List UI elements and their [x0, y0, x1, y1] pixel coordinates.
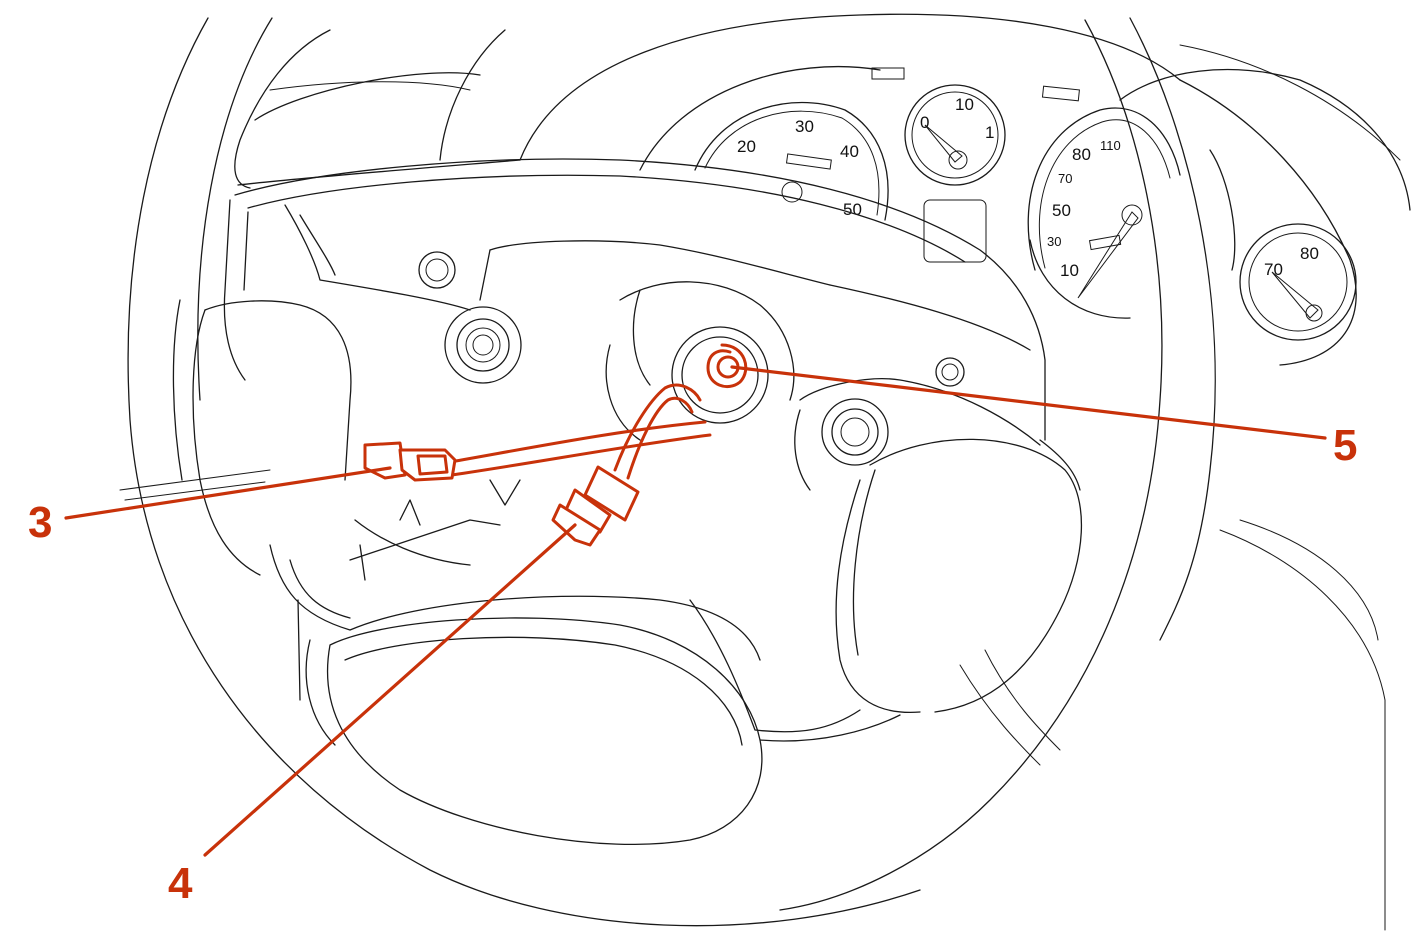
gauge-right-labels: 70 80 — [1264, 244, 1319, 279]
callout-4: 4 — [168, 859, 193, 908]
gauge-label: 80 — [1072, 145, 1091, 164]
gauge-label: 30 — [795, 117, 814, 136]
callout-3: 3 — [28, 498, 52, 547]
gauge-label: 50 — [843, 200, 862, 219]
gauge-label: 70 — [1058, 171, 1072, 186]
leader-3 — [64, 466, 392, 520]
steering-wheel-hub — [172, 158, 1083, 845]
gauge-small-labels: 0 10 1 — [920, 95, 994, 142]
gauge-label: 110 — [1100, 138, 1121, 153]
instrument-cluster: 20 30 40 50 0 10 1 80 110 70 50 — [519, 13, 1411, 366]
gauge-speedo-labels: 80 110 70 50 30 10 — [1047, 138, 1121, 280]
gauge-label: 0 — [920, 113, 929, 132]
steering-wheel-rim — [119, 17, 1386, 931]
leader-4 — [203, 523, 577, 857]
connector-3 — [363, 441, 457, 482]
gauge-label: 20 — [737, 137, 756, 156]
clock-spring-5 — [706, 343, 748, 388]
callout-5: 5 — [1333, 421, 1357, 470]
gauge-label: 10 — [955, 95, 974, 114]
airbag-wiring-harness — [363, 343, 748, 547]
gauge-label: 30 — [1047, 234, 1061, 249]
callout-labels: 3 4 5 — [28, 421, 1357, 908]
gauge-label: 40 — [840, 142, 859, 161]
leader-lines — [64, 365, 1327, 857]
gauge-label: 50 — [1052, 201, 1071, 220]
gauge-left-labels: 20 30 40 50 — [737, 117, 862, 219]
gauge-label: 80 — [1300, 244, 1319, 263]
gauge-label: 70 — [1264, 260, 1283, 279]
leader-5 — [730, 365, 1327, 440]
gauge-label: 10 — [1060, 261, 1079, 280]
gauge-label: 1 — [985, 123, 994, 142]
